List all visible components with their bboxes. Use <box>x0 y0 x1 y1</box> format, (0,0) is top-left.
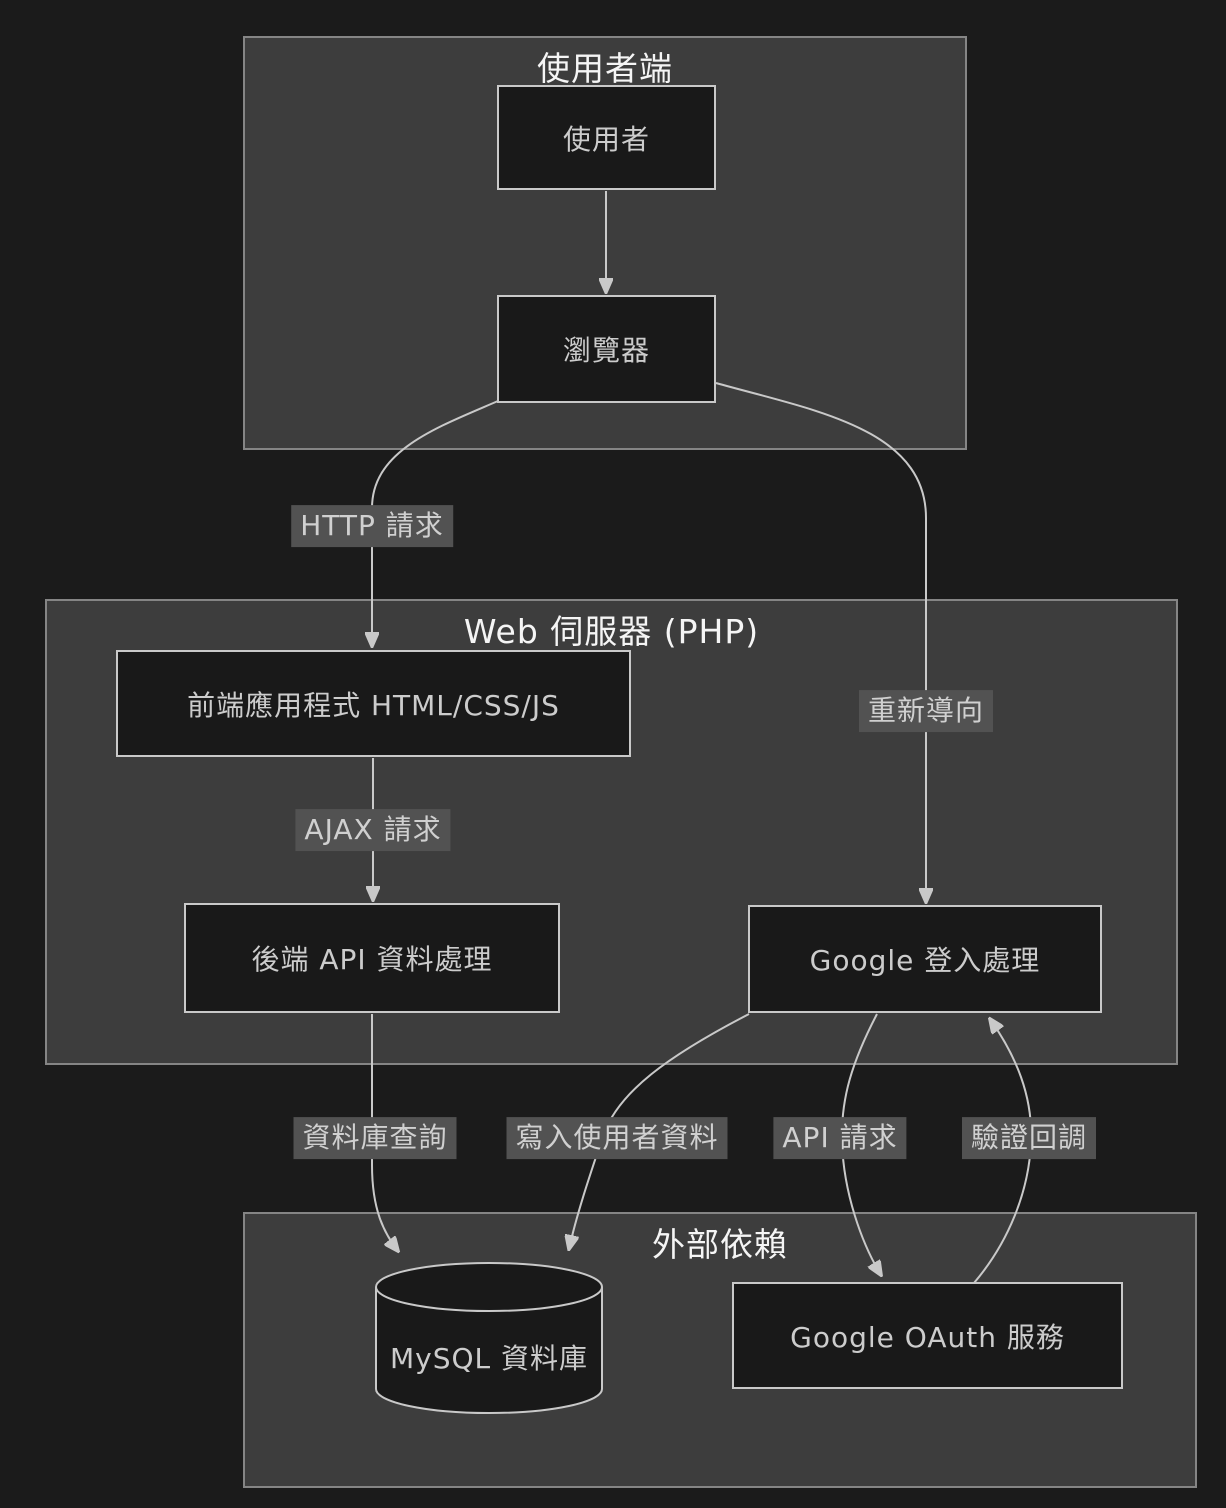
node-google-login-label: Google 登入處理 <box>809 944 1041 977</box>
node-frontend: 前端應用程式 HTML/CSS/JS <box>116 650 631 757</box>
node-user-label: 使用者 <box>562 122 650 156</box>
node-backend: 後端 API 資料處理 <box>184 903 560 1013</box>
node-browser-label: 瀏覽器 <box>562 334 650 367</box>
node-backend-label: 後端 API 資料處理 <box>251 943 493 976</box>
edge-backend-to-mysql <box>371 1014 398 1251</box>
node-user: 使用者 <box>497 85 716 190</box>
node-google-login: Google 登入處理 <box>748 905 1102 1013</box>
node-mysql: MySQL 資料庫 <box>376 1322 602 1392</box>
edge-label-api-request: API 請求 <box>773 1117 907 1159</box>
cluster-external-title: 外部依賴 <box>652 1225 788 1264</box>
node-mysql-label: MySQL 資料庫 <box>389 1342 589 1375</box>
cluster-user-side-title: 使用者端 <box>537 49 673 88</box>
edge-label-redirect: 重新導向 <box>858 690 994 732</box>
node-frontend-label: 前端應用程式 HTML/CSS/JS <box>187 688 560 722</box>
edge-label-ajax-request: AJAX 請求 <box>295 809 451 851</box>
node-oauth: Google OAuth 服務 <box>732 1282 1123 1389</box>
edge-label-write-user-data: 寫入使用者資料 <box>506 1117 728 1159</box>
edge-label-auth-callback: 驗證回調 <box>961 1117 1097 1159</box>
node-oauth-label: Google OAuth 服務 <box>790 1320 1065 1354</box>
edge-browser-to-google-login <box>715 382 926 902</box>
edge-label-http-request: HTTP 請求 <box>291 505 453 547</box>
mysql-cylinder-body <box>375 1287 603 1414</box>
mysql-cylinder-top <box>375 1262 603 1312</box>
node-browser: 瀏覽器 <box>497 295 716 403</box>
edge-label-db-query: 資料庫查詢 <box>293 1117 457 1159</box>
edge-browser-to-frontend <box>372 400 499 646</box>
cluster-web-server-title: Web 伺服器 (PHP) <box>463 612 760 651</box>
